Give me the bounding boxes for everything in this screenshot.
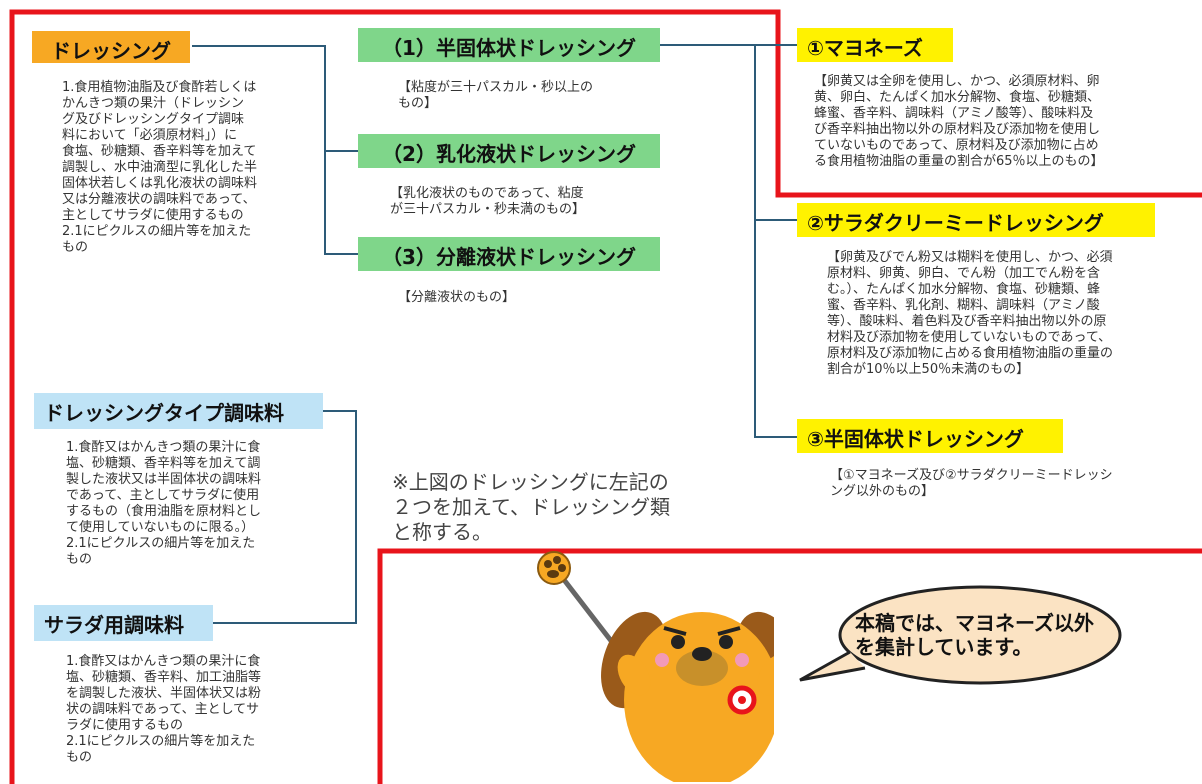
subtype-mayonnaise-description: 【卵黄又は全卵を使用し、かつ、必須原材料、卵 黄、卵白、たんぱく加水分解物、食塩… bbox=[814, 74, 1104, 169]
type-semisolid-description: 【粘度が三十パスカル・秒以上の もの】 bbox=[398, 80, 594, 111]
line-bracket bbox=[213, 410, 357, 624]
note-text: ※上図のドレッシングに左記の ２つを加えて、ドレッシング類 と称する。 bbox=[392, 470, 670, 544]
type-semisolid-title: （1）半固体状ドレッシング bbox=[358, 28, 660, 62]
subtype-mayonnaise-title: ①マヨネーズ bbox=[797, 28, 953, 62]
red-frame-top bbox=[9, 9, 1202, 784]
line-type1-subtypes bbox=[660, 44, 797, 438]
dressing-type-title: ドレッシングタイプ調味料 bbox=[34, 393, 323, 429]
subtype-salad-creamy-description: 【卵黄及びでん粉又は糊料を使用し、かつ、必須 原材料、卵黄、卵白、でん粉（加工で… bbox=[827, 250, 1114, 377]
mascot-illustration bbox=[537, 551, 774, 782]
type-separated-description: 【分離液状のもの】 bbox=[398, 290, 516, 305]
dressing-description: 1.食用植物油脂及び食酢若しくは かんきつ類の果汁（ドレッシン グ及びドレッシン… bbox=[62, 80, 258, 255]
salad-seasoning-title: サラダ用調味料 bbox=[34, 605, 213, 641]
subtype-salad-creamy-title: ②サラダクリーミードレッシング bbox=[797, 203, 1155, 237]
dressing-type-description: 1.食酢又はかんきつ類の果汁に食 塩、砂糖類、香辛料等を加えて調 製した液状又は… bbox=[66, 440, 262, 567]
dressing-title: ドレッシング bbox=[32, 31, 190, 63]
type-emulsified-description: 【乳化液状のものであって、粘度 が三十パスカル・秒未満のもの】 bbox=[390, 186, 586, 217]
subtype-semisolid-description: 【①マヨネーズ及び②サラダクリーミードレッシ ング以外のもの】 bbox=[830, 468, 1113, 499]
red-frame-bottom bbox=[377, 548, 1202, 784]
type-emulsified-title: （2）乳化液状ドレッシング bbox=[358, 134, 660, 168]
bubble-text: 本稿では、マヨネーズ以外 を集計しています。 bbox=[855, 611, 1094, 659]
subtype-semisolid-title: ③半固体状ドレッシング bbox=[797, 419, 1063, 453]
type-separated-title: （3）分離液状ドレッシング bbox=[358, 237, 660, 271]
salad-seasoning-description: 1.食酢又はかんきつ類の果汁に食 塩、砂糖類、香辛料、加工油脂等 を調製した液状… bbox=[66, 654, 262, 765]
speech-bubble bbox=[799, 585, 1122, 685]
